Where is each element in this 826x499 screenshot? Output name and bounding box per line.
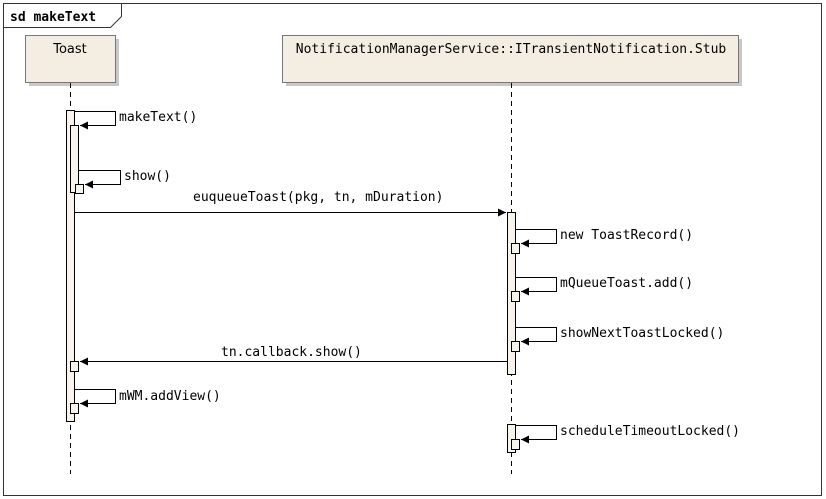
activation-toast-addview <box>70 403 79 414</box>
message-newrecord-label: new ToastRecord() <box>560 228 693 243</box>
activation-toast-show <box>75 184 84 194</box>
message-schedule: scheduleTimeoutLocked() <box>515 424 740 444</box>
message-maketext-label: makeText() <box>119 110 197 125</box>
message-addview: mWM.addView() <box>74 389 221 408</box>
activation-toast-main <box>66 110 75 422</box>
activation-nms-newrecord <box>511 243 520 254</box>
message-enqueue-label: euqueueToast(pkg, tn, mDuration) <box>193 190 443 205</box>
activation-nms-schedule-inner <box>511 439 520 450</box>
message-queueadd-label: mQueueToast.add() <box>560 276 693 291</box>
message-callbackshow-label: tn.callback.show() <box>221 345 362 360</box>
message-shownext-label: showNextToastLocked() <box>560 326 724 341</box>
lifeline-toast-head <box>25 35 116 83</box>
message-queueadd-line <box>515 277 557 296</box>
activation-toast-callback <box>70 361 79 372</box>
activation-nms-shownext <box>511 341 520 352</box>
frame-title: sd makeText <box>10 10 96 25</box>
message-schedule-line <box>515 425 557 444</box>
message-addview-label: mWM.addView() <box>119 389 221 404</box>
frame-title-tab <box>3 3 122 28</box>
activation-nms-schedule-outer <box>507 424 516 453</box>
message-queueadd: mQueueToast.add() <box>515 276 693 296</box>
activation-toast-maketext <box>70 125 79 193</box>
message-show: show() <box>78 169 171 189</box>
message-callbackshow: tn.callback.show() <box>80 345 508 366</box>
message-shownext-line <box>515 327 557 346</box>
message-shownext: showNextToastLocked() <box>515 326 724 346</box>
lifeline-toast-label: Toast <box>52 42 87 57</box>
message-addview-line <box>74 389 116 408</box>
message-maketext: makeText() <box>74 110 197 130</box>
message-newrecord: new ToastRecord() <box>515 228 693 248</box>
message-enqueue: euqueueToast(pkg, tn, mDuration) <box>74 190 506 217</box>
message-newrecord-line <box>515 229 557 248</box>
message-show-label: show() <box>124 169 171 184</box>
message-schedule-label: scheduleTimeoutLocked() <box>560 424 740 439</box>
activation-nms-queueadd <box>511 291 520 302</box>
frame-border <box>3 3 822 496</box>
message-maketext-line <box>74 111 116 130</box>
lifeline-nms: NotificationManagerService::ITransientNo… <box>282 35 742 474</box>
message-show-line <box>78 170 121 189</box>
lifeline-nms-head <box>282 35 739 83</box>
lifeline-nms-label: NotificationManagerService::ITransientNo… <box>296 42 727 57</box>
